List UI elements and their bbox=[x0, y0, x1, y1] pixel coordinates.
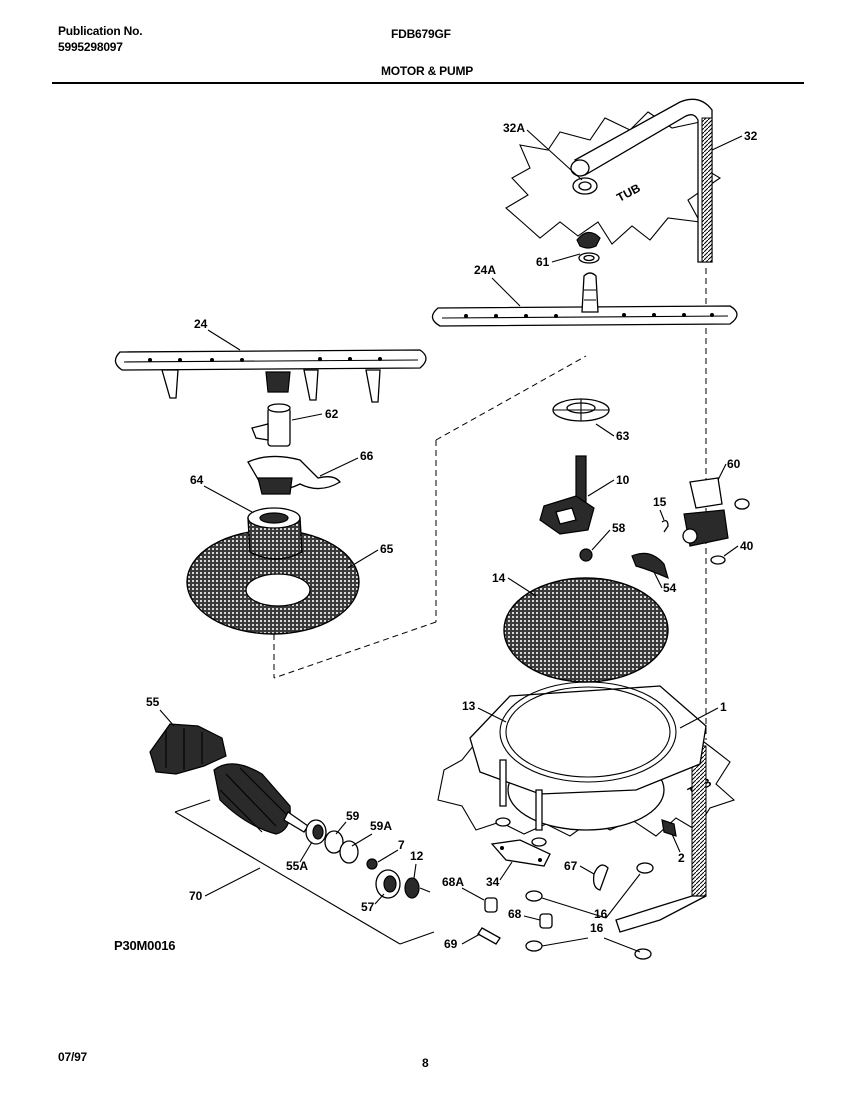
part-70-bracket bbox=[174, 799, 435, 945]
lower-spray-arm-24 bbox=[114, 349, 427, 403]
upper-tub-fragment: TUB bbox=[505, 111, 722, 245]
label-59: 59 bbox=[346, 809, 360, 823]
label-40: 40 bbox=[740, 539, 754, 553]
publication-number: 5995298097 bbox=[58, 40, 123, 54]
label-67: 67 bbox=[564, 859, 578, 873]
upper-spray-arm-24A bbox=[431, 272, 738, 327]
label-64: 64 bbox=[190, 473, 204, 487]
label-60: 60 bbox=[727, 457, 741, 471]
part-66-deflector bbox=[247, 455, 341, 495]
model-number: FDB679GF bbox=[391, 27, 451, 41]
label-57: 57 bbox=[361, 900, 375, 914]
label-10: 10 bbox=[616, 473, 630, 487]
label-15: 15 bbox=[653, 495, 667, 509]
label-14: 14 bbox=[492, 571, 506, 585]
label-68A: 68A bbox=[442, 875, 464, 889]
part-64-65-filter bbox=[186, 507, 360, 635]
label-24A: 24A bbox=[474, 263, 496, 277]
label-63: 63 bbox=[616, 429, 630, 443]
part-10-pump bbox=[539, 455, 595, 535]
diagram-code: P30M0016 bbox=[114, 938, 176, 953]
label-68: 68 bbox=[508, 907, 522, 921]
part-54-hose bbox=[631, 552, 669, 580]
header-rule bbox=[52, 82, 804, 84]
frame-line-3 bbox=[273, 621, 437, 679]
label-16-lower: 16 bbox=[590, 921, 604, 935]
label-66: 66 bbox=[360, 449, 374, 463]
part-58-ball bbox=[579, 548, 593, 562]
part-55-guard bbox=[149, 723, 227, 775]
part-15-clip bbox=[661, 520, 669, 533]
label-7: 7 bbox=[398, 838, 405, 852]
label-16-upper: 16 bbox=[594, 907, 608, 921]
label-12: 12 bbox=[410, 849, 424, 863]
seals-55A-59-59A bbox=[305, 819, 359, 864]
label-69: 69 bbox=[444, 937, 458, 951]
label-13: 13 bbox=[462, 699, 476, 713]
footer-date: 07/97 bbox=[58, 1050, 88, 1064]
label-34: 34 bbox=[486, 875, 500, 889]
part-63-wheel bbox=[552, 398, 610, 422]
upper-spray-tube-32 bbox=[570, 98, 713, 263]
label-70: 70 bbox=[189, 889, 203, 903]
label-55A: 55A bbox=[286, 859, 308, 873]
part-61-cap bbox=[576, 231, 601, 264]
part-60-valve bbox=[682, 477, 750, 565]
motor-assembly bbox=[213, 763, 309, 835]
label-59A: 59A bbox=[370, 819, 392, 833]
frame-line-1 bbox=[435, 355, 587, 441]
label-62: 62 bbox=[325, 407, 339, 421]
fasteners bbox=[477, 759, 677, 960]
part-62-hub bbox=[251, 403, 291, 447]
part-14-filter bbox=[503, 577, 669, 683]
page-number: 8 bbox=[422, 1056, 429, 1070]
section-title: MOTOR & PUMP bbox=[381, 64, 474, 78]
label-2: 2 bbox=[678, 851, 685, 865]
label-24: 24 bbox=[194, 317, 208, 331]
label-61: 61 bbox=[536, 255, 550, 269]
label-32: 32 bbox=[744, 129, 758, 143]
label-54: 54 bbox=[663, 581, 677, 595]
label-32A: 32A bbox=[503, 121, 525, 135]
publication-label: Publication No. bbox=[58, 24, 143, 38]
label-58: 58 bbox=[612, 521, 626, 535]
label-1: 1 bbox=[720, 700, 727, 714]
label-55: 55 bbox=[146, 695, 160, 709]
impeller-parts-7-12-57 bbox=[366, 858, 431, 899]
label-65: 65 bbox=[380, 542, 394, 556]
leader-lines bbox=[159, 129, 743, 953]
